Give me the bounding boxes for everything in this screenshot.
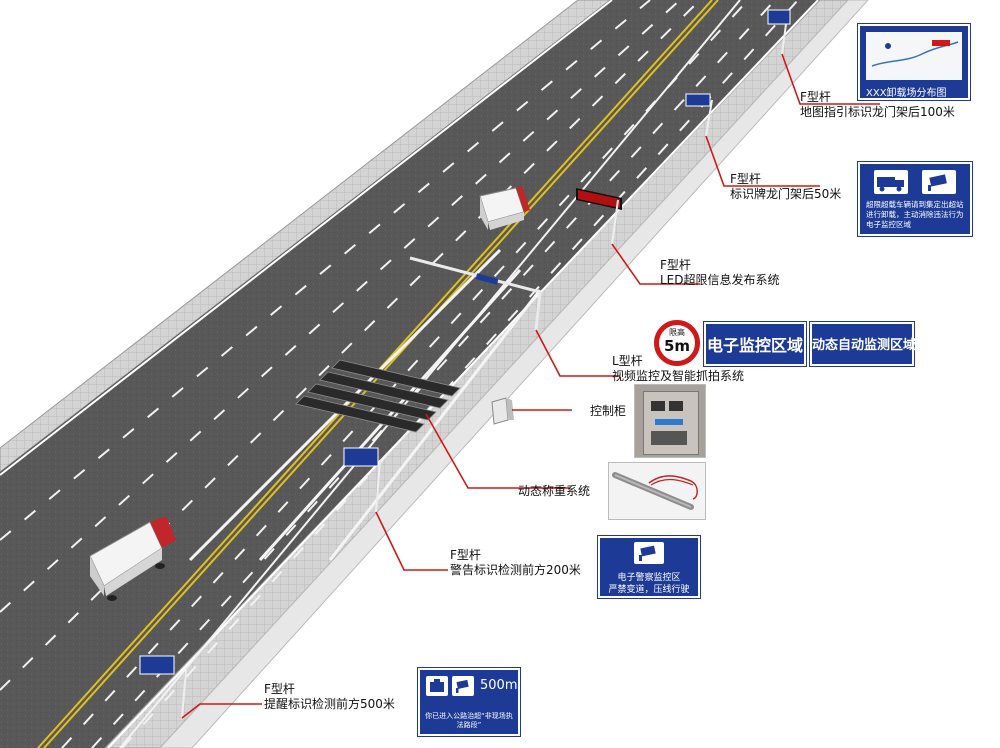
map-pole-type: F型杆 — [800, 90, 831, 104]
leader-lines — [181, 53, 880, 719]
distance-text: 500m — [480, 678, 518, 693]
led-pole-desc: LED超限信息发布系统 — [660, 273, 780, 287]
camera-pole-desc: 视频监控及智能抓拍系统 — [612, 369, 745, 383]
map-pole-desc: 地图指引标识龙门架后100米 — [800, 105, 955, 119]
road-surface — [0, 0, 820, 748]
camera-icon-2 — [634, 542, 664, 564]
weigh-sensor-photo — [608, 462, 706, 520]
solid-lane-lines — [188, 248, 542, 562]
warning-sign-pole — [343, 447, 381, 513]
height-limit-top: 限高 — [669, 328, 685, 337]
camera-pole-type: L型杆 — [612, 354, 643, 368]
camera-icon-3 — [452, 676, 474, 696]
map-pole-label: F型杆 地图指引标识龙门架后100米 — [800, 90, 955, 120]
police-monitoring-sign: 电子警察监控区 严禁变道，压线行驶 — [597, 535, 701, 599]
height-limit-sign: 限高 5m — [654, 320, 700, 366]
reminder-pole-type: F型杆 — [264, 682, 295, 696]
gantry-beam — [409, 256, 541, 294]
reminder-pole-label: F型杆 提醒标识检测前方500米 — [264, 682, 395, 712]
cabinet-label: 控制柜 — [590, 404, 627, 418]
map-sign: XXX卸载场分布图 — [857, 23, 971, 101]
auto-monitoring-sign: 动态自动监测区域 — [809, 321, 917, 367]
auto-monitoring-text: 动态自动监测区域 — [812, 338, 917, 353]
reminder-500m-sign: 500m 你已进入公路治超“非现场执法路段” — [417, 667, 521, 737]
toll-booth-icon — [426, 676, 448, 696]
lane-dashes — [0, 0, 799, 748]
warning-pole-type: F型杆 — [450, 548, 481, 562]
control-cabinet — [491, 397, 514, 425]
led-board — [576, 188, 622, 245]
camera-icon — [922, 170, 956, 194]
truck-near — [89, 516, 176, 601]
camera-pole-label: L型杆 视频监控及智能抓拍系统 — [612, 354, 744, 384]
sign-pole-type: F型杆 — [730, 172, 761, 186]
police-monitoring-line1: 电子警察监控区 — [617, 573, 681, 583]
led-pole-type: F型杆 — [660, 258, 691, 272]
truck-far — [479, 186, 530, 230]
warning-pole-desc: 警告标识检测前方200米 — [450, 563, 581, 577]
sign-pole-label: F型杆 标识牌龙门架后50米 — [730, 172, 841, 202]
reminder-sign-pole — [139, 655, 187, 719]
unloading-sign: 超限超载车辆请到集定出超站进行卸载，主动消除违法行为电子监控区域 — [857, 161, 973, 237]
police-monitoring-line2: 严禁变道，压线行驶 — [608, 585, 690, 595]
warning-pole-label: F型杆 警告标识检测前方200米 — [450, 548, 581, 578]
weighing-label: 动态称重系统 — [518, 484, 591, 498]
electronic-monitoring-text: 电子监控区域 — [706, 336, 803, 355]
map-sign-pole — [767, 9, 791, 55]
truck-icon — [874, 170, 908, 194]
electronic-monitoring-sign: 电子监控区域 — [703, 321, 807, 367]
right-verge — [159, 0, 869, 748]
sign-pole-desc: 标识牌龙门架后50米 — [730, 187, 842, 201]
reminder-pole-desc: 提醒标识检测前方500米 — [264, 697, 395, 711]
map-route-icon — [871, 40, 959, 67]
sign-pole-50m — [685, 93, 713, 137]
led-pole-label: F型杆 LED超限信息发布系统 — [660, 258, 780, 288]
map-sign-image — [866, 32, 962, 80]
map-sign-title: XXX卸载场分布图 — [866, 88, 947, 99]
control-cabinet-photo — [634, 384, 706, 458]
unloading-sign-text: 超限超载车辆请到集定出超站进行卸载，主动消除违法行为电子监控区域 — [866, 200, 964, 229]
weigh-in-motion-strips — [295, 359, 461, 433]
enter-notice-text: 你已进入公路治超“非现场执法路段” — [425, 712, 513, 729]
height-limit-value: 5m — [663, 337, 691, 355]
